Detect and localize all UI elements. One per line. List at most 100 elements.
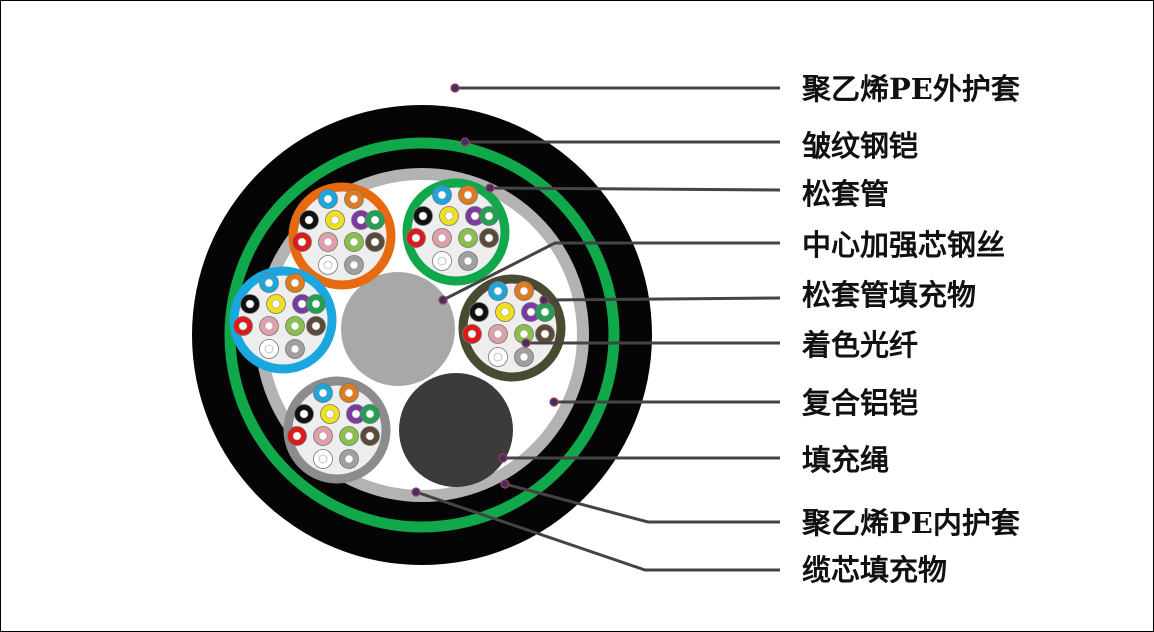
loose-tube: [229, 266, 337, 374]
colored-fiber: [469, 302, 489, 322]
label-filler-rope: 填充绳: [802, 443, 889, 477]
leader-dot: [485, 183, 495, 193]
colored-fiber: [488, 281, 508, 301]
colored-fiber: [439, 206, 459, 226]
leader-dot: [438, 295, 448, 305]
label-loose-tube: 松套管: [802, 177, 889, 211]
colored-fiber: [318, 232, 338, 252]
corrugated-steel-armor: [224, 137, 620, 533]
loose-tube: [402, 178, 510, 286]
label-outer-sheath: 聚乙烯PE外护套: [801, 72, 1020, 106]
colored-fiber: [479, 206, 499, 226]
leader-dot: [450, 83, 460, 93]
colored-fiber: [406, 228, 426, 248]
label-core-filler: 缆芯填充物: [802, 553, 947, 587]
colored-fiber: [432, 251, 452, 271]
leader-dot: [500, 479, 510, 489]
leader-dot: [549, 397, 559, 407]
colored-fiber: [488, 324, 508, 344]
leader-line-loose-tube: [485, 183, 781, 193]
leader-line-colored-fiber: [521, 338, 780, 348]
label-corrugated-steel: 皱纹钢铠: [801, 129, 918, 163]
labels: 聚乙烯PE外护套 皱纹钢铠 松套管 中心加强芯钢丝 松套管填充物 着色光纤 复合…: [801, 72, 1020, 587]
leader-line-tube-filler: [539, 295, 781, 305]
tube-filler: [288, 381, 386, 479]
tube-filler: [463, 279, 561, 377]
colored-fiber: [488, 347, 508, 367]
colored-fiber: [479, 228, 499, 248]
colored-fiber: [495, 302, 515, 322]
colored-fiber: [514, 347, 534, 367]
colored-fiber: [344, 189, 364, 209]
loose-tubes: [229, 178, 566, 484]
colored-fiber: [521, 302, 541, 322]
colored-fiber: [458, 228, 478, 248]
leader-dot: [460, 137, 470, 147]
colored-fiber: [432, 228, 452, 248]
colored-fiber: [325, 210, 345, 230]
leader-dot: [521, 338, 531, 348]
leader-line-aluminum-armor: [549, 397, 780, 407]
colored-fiber: [292, 232, 312, 252]
colored-fiber: [365, 210, 385, 230]
leader-line-central-strength: [438, 241, 780, 305]
colored-fiber: [535, 324, 555, 344]
leader-dot: [411, 487, 421, 497]
leader-lines: [411, 83, 781, 572]
label-inner-sheath: 聚乙烯PE内护套: [801, 506, 1020, 540]
colored-fiber: [266, 294, 286, 314]
colored-fiber: [360, 404, 380, 424]
colored-fiber: [306, 316, 326, 336]
colored-fiber: [313, 383, 333, 403]
tube-wall: [288, 182, 396, 290]
tube-wall: [458, 274, 566, 382]
colored-fiber: [259, 273, 279, 293]
colored-fiber: [285, 316, 305, 336]
colored-fiber: [287, 426, 307, 446]
leader-dot: [498, 453, 508, 463]
cable-cross-section: [192, 105, 652, 565]
colored-fiber: [360, 426, 380, 446]
colored-fiber: [413, 206, 433, 226]
colored-fiber: [535, 302, 555, 322]
colored-fiber: [346, 404, 366, 424]
colored-fiber: [339, 449, 359, 469]
colored-fiber: [458, 185, 478, 205]
tube-filler: [234, 271, 332, 369]
colored-fiber: [514, 324, 534, 344]
colored-fiber: [318, 189, 338, 209]
colored-fiber: [318, 255, 338, 275]
leader-line-core-filler: [411, 487, 780, 572]
filler-rope: [399, 373, 513, 487]
colored-fiber: [259, 339, 279, 359]
colored-fiber: [465, 206, 485, 226]
label-colored-fiber: 着色光纤: [801, 328, 918, 362]
colored-fiber: [514, 281, 534, 301]
loose-tube: [283, 376, 391, 484]
tube-filler: [407, 183, 505, 281]
colored-fiber: [306, 294, 326, 314]
leader-line-corrugated-steel: [460, 137, 780, 147]
loose-tube: [458, 274, 566, 382]
colored-fiber: [351, 210, 371, 230]
colored-fiber: [299, 210, 319, 230]
colored-fiber: [458, 251, 478, 271]
colored-fiber: [432, 185, 452, 205]
colored-fiber: [339, 383, 359, 403]
colored-fiber: [294, 404, 314, 424]
colored-fiber: [344, 255, 364, 275]
colored-fiber: [259, 316, 279, 336]
colored-fiber: [313, 449, 333, 469]
colored-fiber: [240, 294, 260, 314]
colored-fiber: [313, 426, 333, 446]
colored-fiber: [233, 316, 253, 336]
label-aluminum-armor: 复合铝铠: [802, 386, 918, 420]
tube-wall: [283, 376, 391, 484]
colored-fiber: [339, 426, 359, 446]
colored-fiber: [344, 232, 364, 252]
tube-wall: [402, 178, 510, 286]
label-tube-filler: 松套管填充物: [802, 278, 976, 312]
leader-line-filler-rope: [498, 453, 780, 463]
colored-fiber: [285, 339, 305, 359]
